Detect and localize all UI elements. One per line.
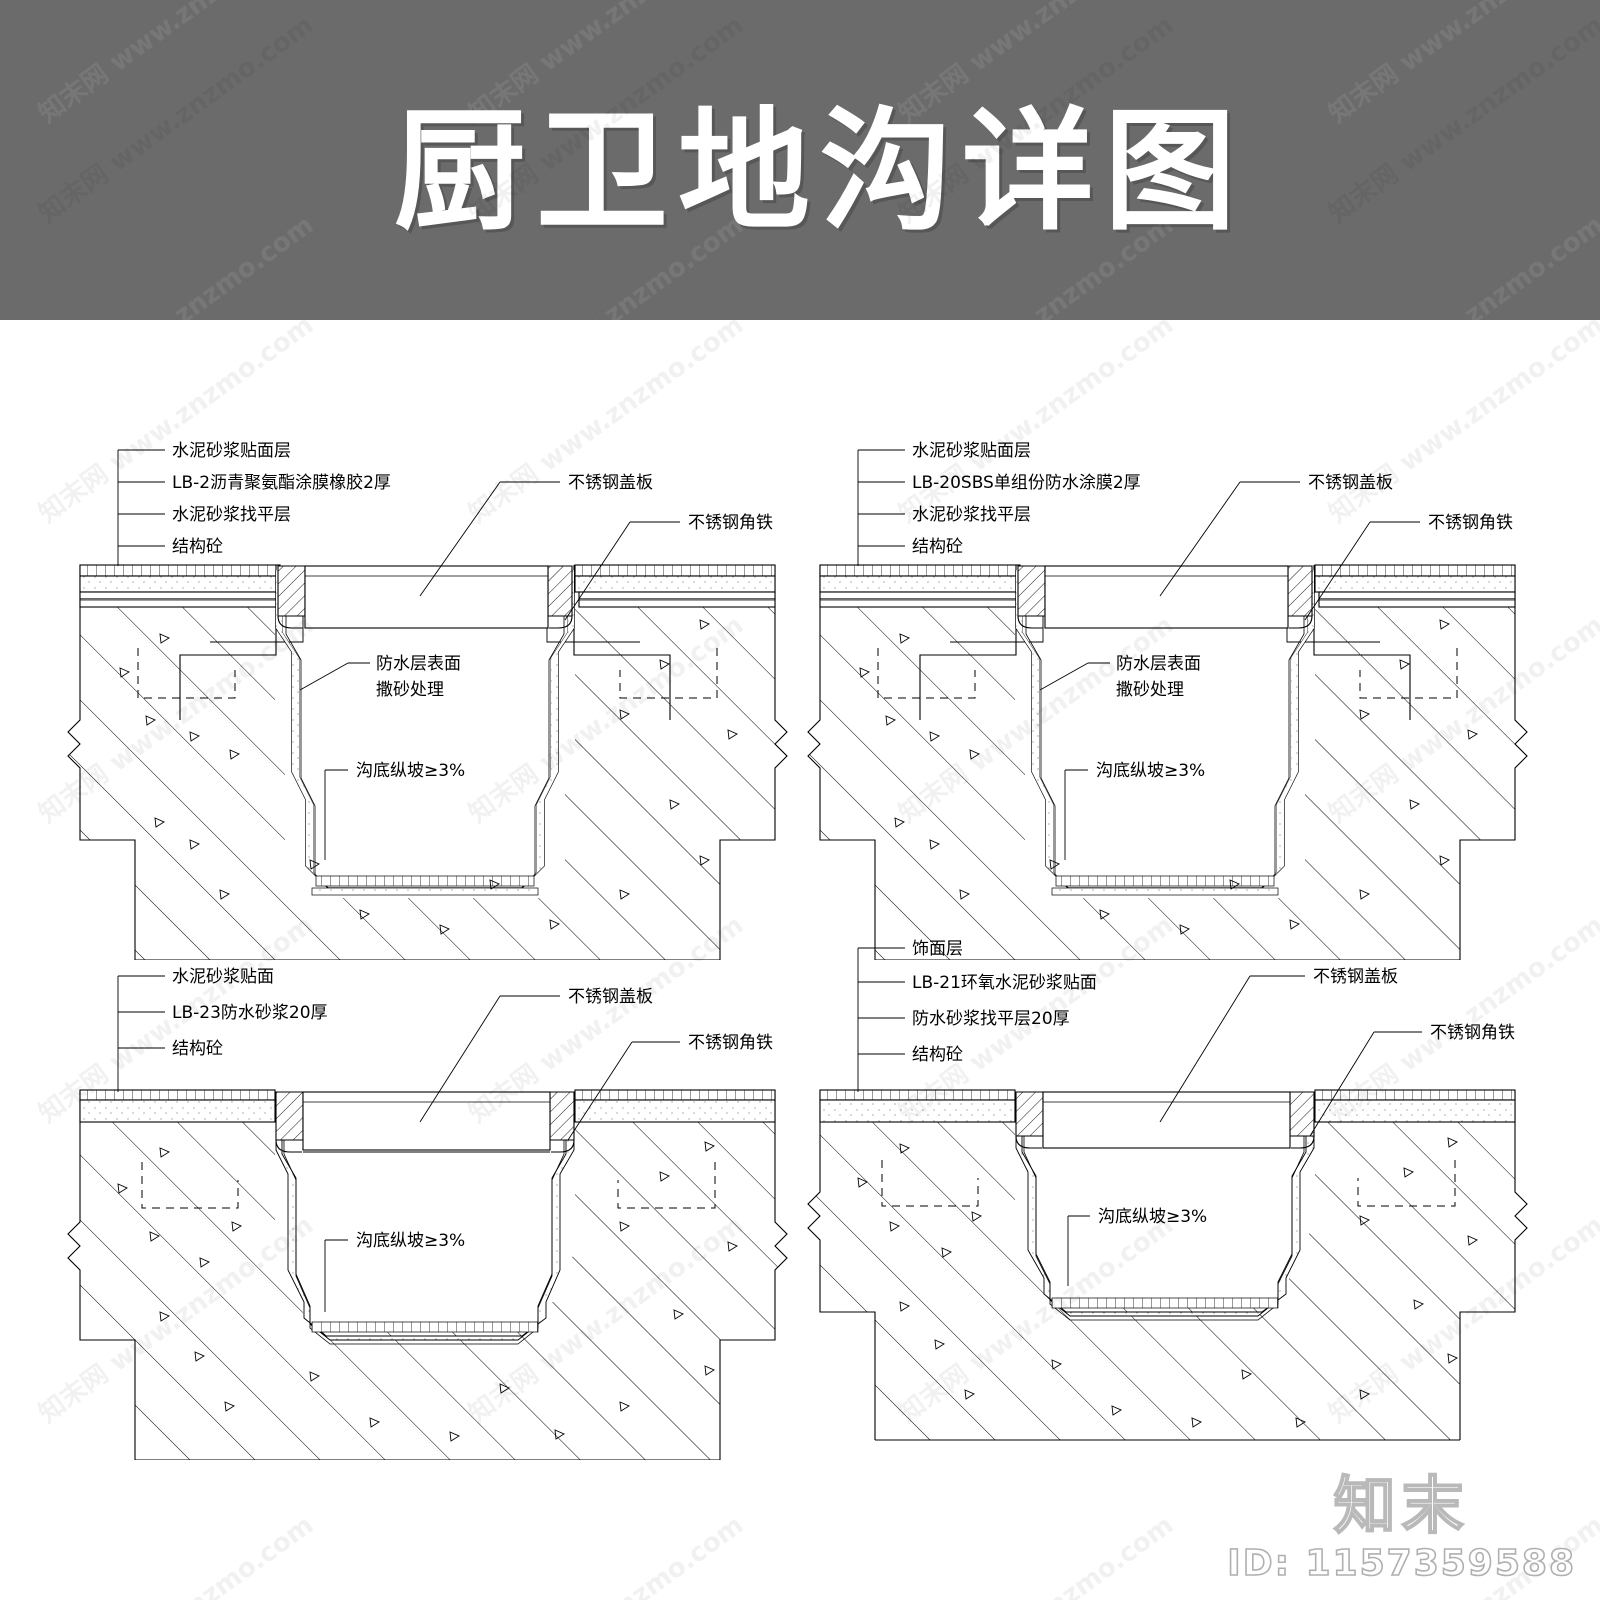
- cover-plate-label: 不锈钢盖板: [1308, 473, 1393, 493]
- layer-label: LB-20SBS单组份防水涂膜2厚: [912, 473, 1141, 493]
- angle-iron-label: 不锈钢角铁: [688, 513, 773, 533]
- drawing-sheet: 水泥砂浆贴面层 LB-2沥青聚氨酯涂膜橡胶2厚 水泥砂浆找平层 结构砼 不锈钢盖…: [0, 320, 1600, 1600]
- angle-iron-label: 不锈钢角铁: [688, 1033, 773, 1053]
- layer-label: LB-23防水砂浆20厚: [172, 1003, 328, 1023]
- layer-label: 水泥砂浆找平层: [172, 505, 291, 525]
- layer-label: 水泥砂浆贴面: [172, 967, 274, 987]
- detail-top-right-svg: 水泥砂浆贴面层 LB-20SBS单组份防水涂膜2厚 水泥砂浆找平层 结构砼 不锈…: [807, 441, 1528, 960]
- cover-plate-label: 不锈钢盖板: [568, 473, 653, 493]
- waterproof-note-line2: 撒砂处理: [1116, 680, 1184, 700]
- layer-label: 饰面层: [912, 939, 963, 959]
- layer-label: 水泥砂浆找平层: [912, 505, 1031, 525]
- brand-id: ID: 1157359588: [1226, 1542, 1576, 1585]
- detail-bottom-left-svg: 水泥砂浆贴面 LB-23防水砂浆20厚 结构砼 不锈钢盖板 不锈钢角铁 沟底纵坡…: [67, 967, 788, 1460]
- layer-label: LB-2沥青聚氨酯涂膜橡胶2厚: [172, 473, 391, 493]
- slope-label: 沟底纵坡≥3%: [1098, 1207, 1207, 1227]
- layer-label: 结构砼: [172, 537, 223, 557]
- angle-iron-label: 不锈钢角铁: [1428, 513, 1513, 533]
- page-title: 厨卫地沟详图: [394, 94, 1246, 249]
- brand-watermark: 知末 ID: 1157359588: [1226, 1469, 1576, 1585]
- slope-label: 沟底纵坡≥3%: [1096, 761, 1205, 781]
- detail-bottom-right-svg: 饰面层 LB-21环氧水泥砂浆贴面 防水砂浆找平层20厚 结构砼 不锈钢盖板 不…: [807, 939, 1528, 1441]
- cover-plate-label: 不锈钢盖板: [568, 987, 653, 1007]
- detail-top-left: 水泥砂浆贴面层 LB-2沥青聚氨酯涂膜橡胶2厚 水泥砂浆找平层 结构砼 不锈钢盖…: [60, 420, 800, 960]
- brand-logo: 知末: [1333, 1469, 1470, 1542]
- layer-label: 结构砼: [912, 537, 963, 557]
- layer-label: 水泥砂浆贴面层: [912, 441, 1031, 461]
- detail-bottom-right: 饰面层 LB-21环氧水泥砂浆贴面 防水砂浆找平层20厚 结构砼 不锈钢盖板 不…: [800, 920, 1540, 1460]
- angle-iron-label: 不锈钢角铁: [1430, 1023, 1515, 1043]
- slope-label: 沟底纵坡≥3%: [356, 761, 465, 781]
- layer-label: 防水砂浆找平层20厚: [912, 1009, 1070, 1029]
- waterproof-note-line1: 防水层表面: [1116, 654, 1201, 674]
- layer-label: 结构砼: [172, 1039, 223, 1059]
- detail-bottom-left: 水泥砂浆贴面 LB-23防水砂浆20厚 结构砼 不锈钢盖板 不锈钢角铁 沟底纵坡…: [60, 940, 800, 1460]
- layer-label: 结构砼: [912, 1045, 963, 1065]
- waterproof-note-line2: 撒砂处理: [376, 680, 444, 700]
- layer-label: LB-21环氧水泥砂浆贴面: [912, 973, 1097, 993]
- layer-label: 水泥砂浆贴面层: [172, 441, 291, 461]
- cover-plate-label: 不锈钢盖板: [1313, 967, 1398, 987]
- slope-label: 沟底纵坡≥3%: [356, 1231, 465, 1251]
- detail-top-right: 水泥砂浆贴面层 LB-20SBS单组份防水涂膜2厚 水泥砂浆找平层 结构砼 不锈…: [800, 420, 1540, 960]
- detail-top-left-svg: 水泥砂浆贴面层 LB-2沥青聚氨酯涂膜橡胶2厚 水泥砂浆找平层 结构砼 不锈钢盖…: [67, 441, 788, 960]
- waterproof-note-line1: 防水层表面: [376, 654, 461, 674]
